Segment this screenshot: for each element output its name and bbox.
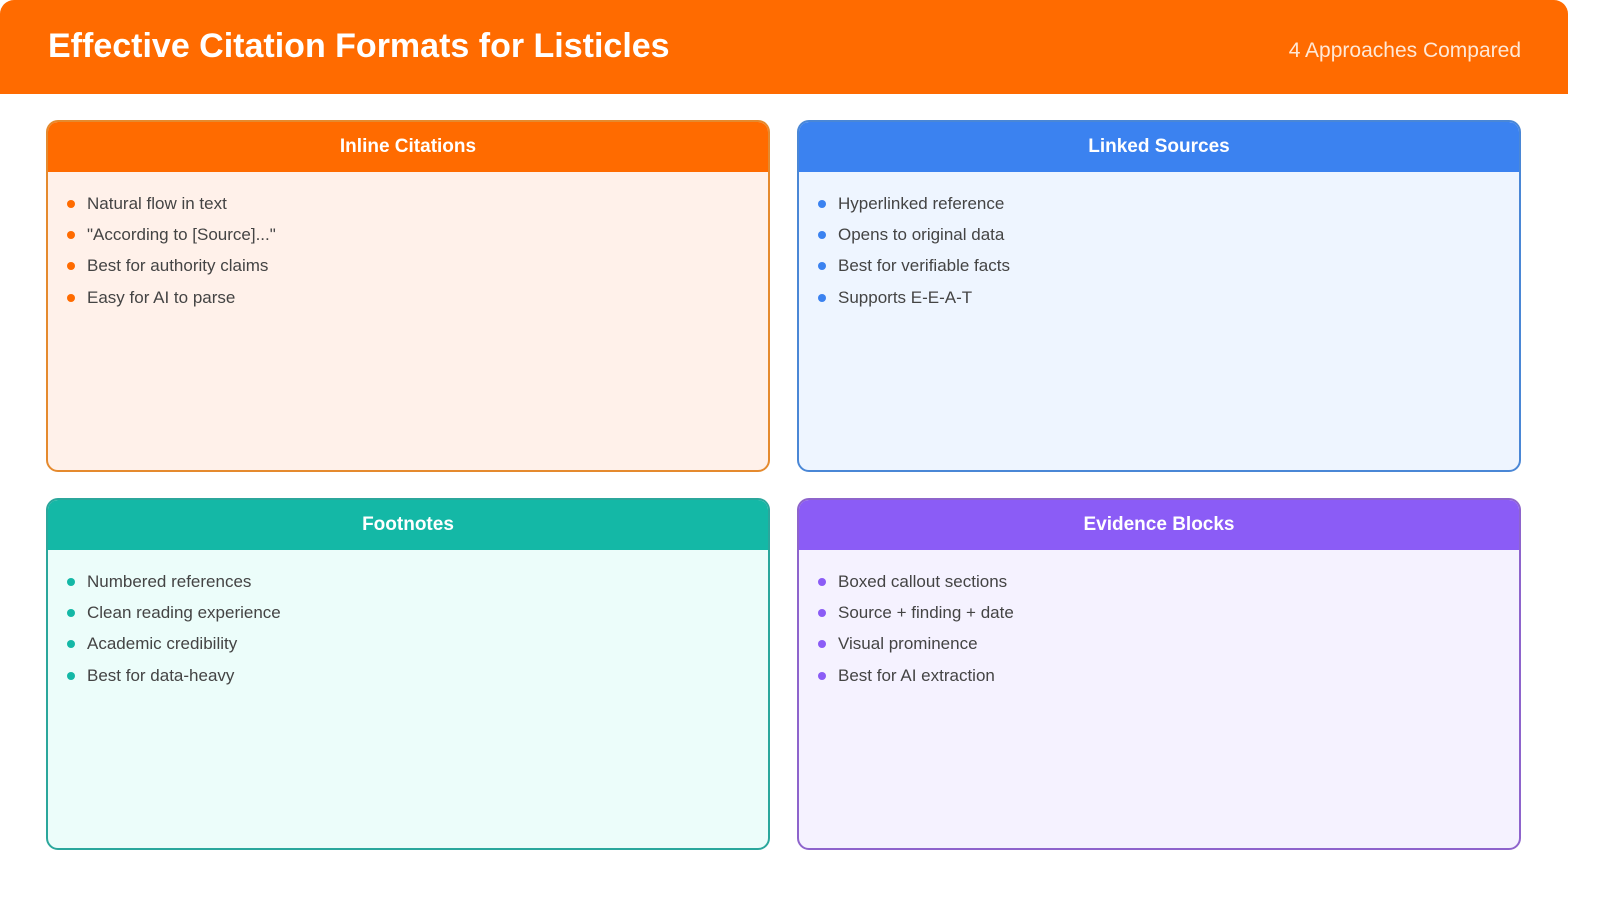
card-list: Natural flow in text "According to [Sour… <box>67 188 768 314</box>
bullet-dot-icon <box>67 577 75 586</box>
card-header: Linked Sources <box>799 122 1519 172</box>
bullet-dot-icon <box>67 293 75 302</box>
list-item: Source + finding + date <box>818 597 1519 628</box>
list-item: Visual prominence <box>818 629 1519 660</box>
card-body: Natural flow in text "According to [Sour… <box>48 172 768 314</box>
bullet-dot-icon <box>818 640 826 649</box>
list-item: Academic credibility <box>67 629 768 660</box>
card-evidence-blocks: Evidence Blocks Boxed callout sections S… <box>797 498 1521 850</box>
card-header: Footnotes <box>48 500 768 550</box>
list-item-text: Hyperlinked reference <box>838 193 1005 213</box>
card-title: Linked Sources <box>1088 136 1230 157</box>
card-inline-citations: Inline Citations Natural flow in text "A… <box>46 120 770 472</box>
bullet-dot-icon <box>67 609 75 618</box>
list-item: Hyperlinked reference <box>818 188 1519 219</box>
list-item-text: Supports E-E-A-T <box>838 287 973 307</box>
bullet-dot-icon <box>67 231 75 240</box>
list-item: Opens to original data <box>818 219 1519 250</box>
card-title: Evidence Blocks <box>1083 514 1235 535</box>
list-item-text: Easy for AI to parse <box>87 287 236 307</box>
list-item-text: Best for authority claims <box>87 256 269 276</box>
bullet-dot-icon <box>67 262 75 271</box>
bullet-dot-icon <box>818 293 826 302</box>
card-header: Inline Citations <box>48 122 768 172</box>
page-title: Effective Citation Formats for Listicles <box>48 27 670 65</box>
bullet-dot-icon <box>818 231 826 240</box>
card-list: Hyperlinked reference Opens to original … <box>818 188 1519 314</box>
card-body: Boxed callout sections Source + finding … <box>799 550 1519 692</box>
bullet-dot-icon <box>818 577 826 586</box>
list-item: Clean reading experience <box>67 597 768 628</box>
bullet-dot-icon <box>818 262 826 271</box>
list-item: Best for verifiable facts <box>818 251 1519 282</box>
page-subtitle: 4 Approaches Compared <box>1288 39 1521 62</box>
bullet-dot-icon <box>67 199 75 208</box>
card-linked-sources: Linked Sources Hyperlinked reference Ope… <box>797 120 1521 472</box>
card-list: Boxed callout sections Source + finding … <box>818 566 1519 692</box>
bullet-dot-icon <box>67 671 75 680</box>
list-item-text: Boxed callout sections <box>838 571 1008 591</box>
card-footnotes: Footnotes Numbered references Clean read… <box>46 498 770 850</box>
list-item-text: Best for AI extraction <box>838 665 995 685</box>
card-body: Hyperlinked reference Opens to original … <box>799 172 1519 314</box>
list-item-text: Source + finding + date <box>838 603 1014 623</box>
list-item-text: Clean reading experience <box>87 603 281 623</box>
list-item-text: Best for data-heavy <box>87 665 235 685</box>
list-item: Best for authority claims <box>67 251 768 282</box>
list-item-text: Opens to original data <box>838 225 1005 245</box>
card-title: Footnotes <box>362 514 454 535</box>
title-bar: Effective Citation Formats for Listicles… <box>0 0 1568 94</box>
list-item: Supports E-E-A-T <box>818 282 1519 313</box>
bullet-dot-icon <box>818 199 826 208</box>
list-item: Best for data-heavy <box>67 660 768 691</box>
card-body: Numbered references Clean reading experi… <box>48 550 768 692</box>
bullet-dot-icon <box>67 640 75 649</box>
card-list: Numbered references Clean reading experi… <box>67 566 768 692</box>
bullet-dot-icon <box>818 671 826 680</box>
list-item: Natural flow in text <box>67 188 768 219</box>
card-header: Evidence Blocks <box>799 500 1519 550</box>
list-item: Best for AI extraction <box>818 660 1519 691</box>
list-item: Boxed callout sections <box>818 566 1519 597</box>
list-item: Easy for AI to parse <box>67 282 768 313</box>
bullet-dot-icon <box>818 609 826 618</box>
card-title: Inline Citations <box>339 136 477 157</box>
list-item-text: Numbered references <box>87 571 252 591</box>
list-item-text: Best for verifiable facts <box>838 256 1010 276</box>
list-item-text: Academic credibility <box>87 634 238 654</box>
list-item-text: Natural flow in text <box>87 193 227 213</box>
list-item-text: Visual prominence <box>838 634 978 654</box>
list-item: "According to [Source]..." <box>67 219 768 250</box>
list-item: Numbered references <box>67 566 768 597</box>
list-item-text: "According to [Source]..." <box>87 225 276 245</box>
